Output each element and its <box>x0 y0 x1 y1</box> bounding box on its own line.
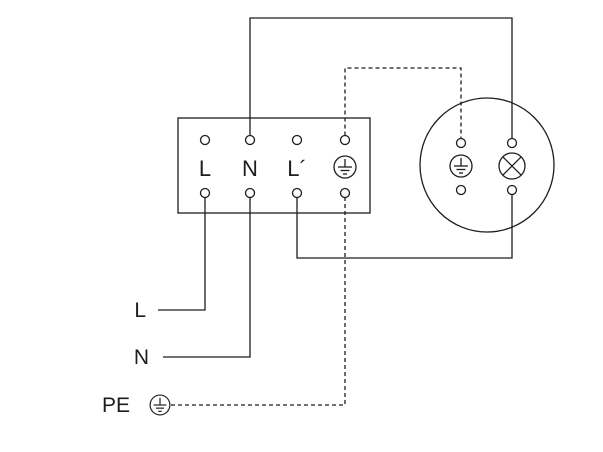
terminal-block: L N L´ <box>177 117 371 214</box>
lamp-icon <box>498 152 526 180</box>
load-contact <box>506 184 518 196</box>
terminal-contact <box>339 134 351 146</box>
load-contact <box>455 137 467 149</box>
terminal-contact <box>199 187 211 199</box>
earth-icon <box>449 154 473 178</box>
terminal-block-outline <box>177 117 371 214</box>
earth-icon <box>149 394 171 416</box>
terminal-contact <box>291 134 303 146</box>
terminal-contact <box>339 187 351 199</box>
wire-pe-supply-dashed <box>171 197 346 406</box>
wire-n-to-lamp <box>249 17 513 139</box>
wire-pe-to-lamp-dashed <box>344 67 462 139</box>
supply-label-l: L <box>134 299 146 322</box>
supply-label-pe: PE <box>102 394 130 417</box>
wire-lswitched-to-lamp <box>296 194 513 259</box>
wire-l-supply <box>158 197 206 311</box>
terminal-contact <box>291 187 303 199</box>
supply-label-n: N <box>134 346 149 369</box>
load-contact <box>506 137 518 149</box>
load-contact <box>455 184 467 196</box>
terminal-contact <box>244 134 256 146</box>
terminal-label-n: N <box>242 156 258 181</box>
earth-icon <box>333 155 357 179</box>
terminal-contact <box>199 134 211 146</box>
load-device <box>419 97 555 233</box>
terminal-label-lswitched: L´ <box>287 156 307 181</box>
terminal-label-l: L <box>199 156 211 181</box>
wire-n-supply <box>163 197 251 358</box>
terminal-contact <box>244 187 256 199</box>
load-outline <box>419 97 555 233</box>
